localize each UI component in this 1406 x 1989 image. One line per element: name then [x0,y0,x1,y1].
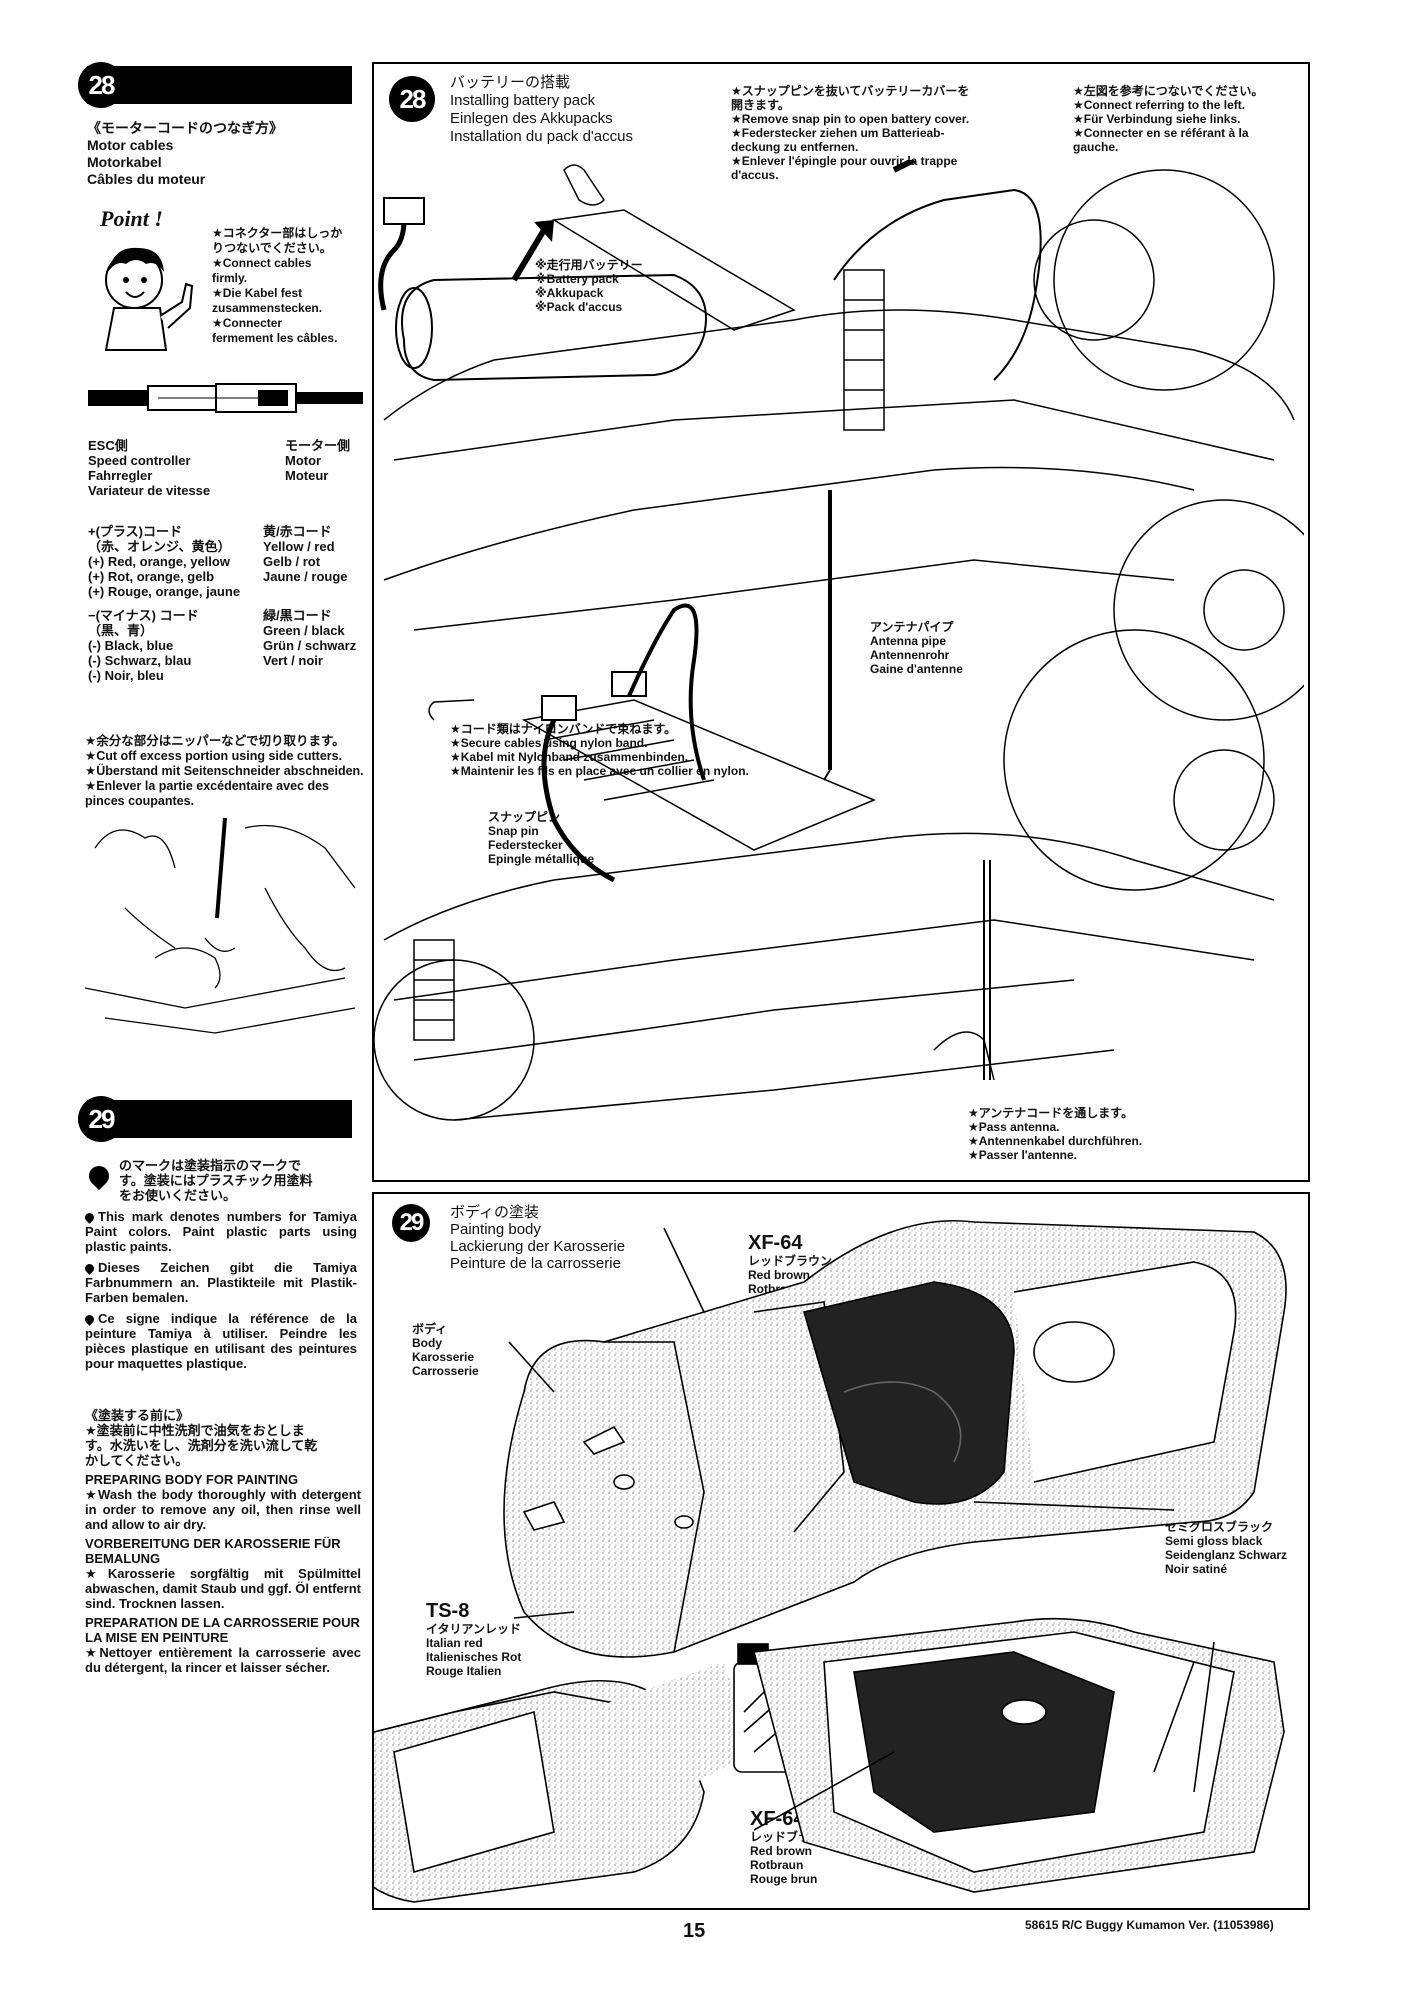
page-number: 15 [683,1920,706,1942]
paint-mark-en: This mark denotes numbers for Tamiya Pai… [85,1209,357,1254]
prep-de-text: ★Karosserie sorgfältig mit Spülmittel ab… [85,1566,361,1611]
x18-names: セミグロスブラック Semi gloss black Seidenglanz S… [1165,1520,1288,1576]
minus-cord-label: −(マイナス) コード （黒、青） (-) Black, blue (-) Sc… [88,608,199,683]
paint-mark-jp: のマークは塗装指示のマークで す。塗装にはプラスチック用塗料 をお使いください。 [119,1158,313,1203]
left-column: 28 《モーターコードのつなぎ方》 Motor cables Motorkabe… [0,0,380,1989]
paint-drop-icon [83,1262,96,1275]
motor-cables-title: 《モーターコードのつなぎ方》 Motor cables Motorkabel C… [87,120,283,187]
prep-de-title: VORBEREITUNG DER KAROSSERIE FÜR BEMALUNG [85,1536,341,1566]
preparing-body-block: 《塗装する前に》 ★塗装前に中性洗剤で油気をおとしま す。水洗いをし、洗剤分を洗… [85,1408,361,1675]
motor-side-label: モーター側 Motor Moteur [285,438,351,483]
step28-number: 28 [88,70,116,100]
step28-box [372,62,1310,1182]
point-boy-illustration [104,247,194,351]
paint-drop-icon-large [84,1161,114,1191]
step29-header-bar [87,1100,352,1138]
ts8-names: イタリアンレッド Italian red Italienisches Rot R… [426,1622,522,1678]
battery-step-title: バッテリーの搭載 Installing battery pack Einlege… [450,74,633,145]
step28-box-badge: 28 [389,76,435,122]
painting-step-title: ボディの塗装 Painting body Lackierung der Karo… [450,1204,626,1272]
prep-en-text: ★Wash the body thoroughly with detergent… [85,1487,361,1532]
paint-drop-icon [83,1211,96,1224]
paint-drop-icon [83,1313,96,1326]
step29-number: 29 [88,1104,116,1134]
prep-fr-text: ★Nettoyer entièrement la carrosserie ave… [85,1645,361,1675]
snap-pin-note: ★スナップピンを抜いてバッテリーカバーを 開きます。 ★Remove snap … [731,84,970,182]
point-text: ★コネクター部はしっか りつないでください。 ★Connect cables f… [212,226,343,345]
point-label: Point ! [100,206,163,231]
prep-fr-title: PREPARATION DE LA CARROSSERIE POUR LA MI… [85,1615,360,1645]
yellow-red-label: 黄/赤コード Yellow / red Gelb / rot Jaune / r… [263,524,348,584]
paint-mark-de: Dieses Zeichen gibt die Tamiya Farbnumme… [85,1260,357,1305]
battery-install-illustration [374,160,1304,1121]
step28-box-number: 28 [399,84,427,114]
connector-illustration [88,383,363,413]
xf64-bottom-callout: XF-64 レッドブラウン Red brown Rotbraun Rouge b… [750,1808,910,1886]
before-painting-jp: 《塗装する前に》 ★塗装前に中性洗剤で油気をおとしま す。水洗いをし、洗剤分を洗… [85,1408,318,1468]
paint-mark-block: のマークは塗装指示のマークで す。塗装にはプラスチック用塗料 をお使いください。… [83,1158,357,1371]
body-painting-illustration [374,1219,1287,1903]
esc-side-label: ESC側 Speed controller Fahrregler Variate… [88,438,211,498]
pass-antenna-note: ★アンテナコードを通します。 ★Pass antenna. ★Antennenk… [968,1106,1143,1162]
xf64-top-code: XF-64 [748,1232,803,1254]
cut-excess-illustration [85,817,356,1034]
step29-number-badge: 29 [78,1096,124,1142]
step29-box [372,1192,1310,1910]
paint-mark-fr: Ce signe indique la référence de la pein… [85,1311,357,1371]
step29-box-badge: 29 [392,1204,430,1242]
body-label: ボディ Body Karosserie Carrosserie [412,1322,479,1378]
antenna-pipe-label: アンテナパイプ Antenna pipe Antennenrohr Gaine … [870,620,963,676]
xf64-bottom-names: レッドブラウン Red brown Rotbraun Rouge brun [750,1830,835,1886]
snap-pin-label: スナップピン Snap pin Federstecker Epingle mét… [488,810,595,866]
cut-excess-text: ★余分な部分はニッパーなどで切り取ります。 ★Cut off excess po… [85,734,364,808]
step29-box-number: 29 [399,1209,425,1236]
ts8-callout: TS-8 イタリアンレッド Italian red Italienisches … [426,1600,586,1678]
battery-pack-label: ※走行用バッテリー ※Battery pack ※Akkupack ※Pack … [535,258,643,314]
ts8-code: TS-8 [426,1600,470,1622]
step28-header-bar [87,66,352,104]
connect-note: ★左図を参考につないでください。 ★Connect referring to t… [1073,84,1264,154]
prep-en-title: PREPARING BODY FOR PAINTING [85,1472,299,1487]
plus-cord-label: +(プラス)コード （赤、オレンジ、黄色） (+) Red, orange, y… [88,524,241,599]
product-code: 58615 R/C Buggy Kumamon Ver. (11053986) [1025,1918,1274,1932]
green-black-label: 緑/黒コード Green / black Grün / schwarz Vert… [263,608,357,668]
step28-number-badge: 28 [78,62,124,108]
